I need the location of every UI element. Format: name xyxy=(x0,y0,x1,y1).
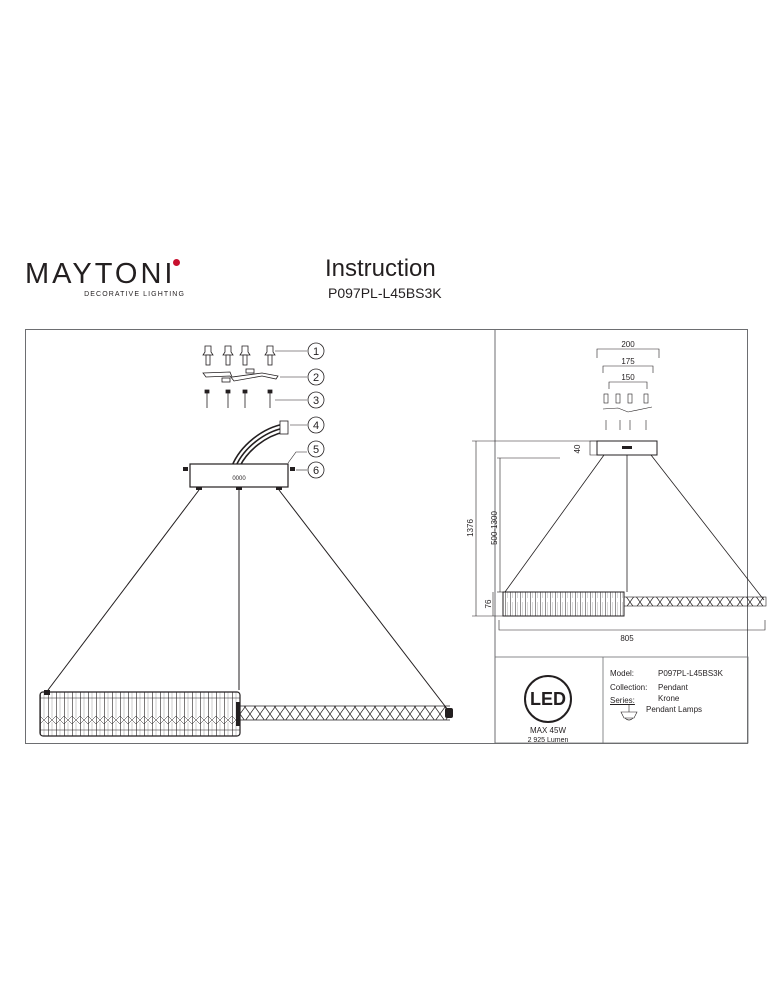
part-callouts xyxy=(307,342,325,479)
power-rating: MAX 45W xyxy=(529,726,566,735)
ring-side xyxy=(502,591,625,617)
callout-1: 1 xyxy=(313,346,319,358)
model-value: P097PL-L45BS3K xyxy=(658,669,723,678)
svg-text:0000: 0000 xyxy=(232,476,246,482)
dim-ring-height: 76 xyxy=(484,599,493,608)
logo-dot-icon xyxy=(173,259,180,266)
model-number: P097PL-L45BS3K xyxy=(328,285,442,301)
mini-anchors xyxy=(602,393,653,430)
lumen-rating: 2 925 Lumen xyxy=(527,737,569,744)
dimension-lines-vertical xyxy=(472,440,766,631)
collection-label: Collection: xyxy=(610,683,648,692)
drawing-frame xyxy=(25,329,748,744)
callout-6: 6 xyxy=(313,465,319,477)
series-value: Krone xyxy=(658,694,680,703)
part-mounting-bracket xyxy=(202,368,279,383)
callout-5: 5 xyxy=(313,444,319,456)
led-badge-label: LED xyxy=(530,689,566,709)
led-badge: LED xyxy=(524,675,572,723)
callout-4: 4 xyxy=(313,420,319,432)
dim-width-150: 150 xyxy=(621,373,635,382)
dim-canopy-height: 40 xyxy=(573,444,582,453)
part-wires xyxy=(231,423,285,467)
brand-tagline: DECORATIVE LIGHTING xyxy=(84,291,185,298)
callout-3: 3 xyxy=(313,395,319,407)
dim-width-200: 200 xyxy=(621,340,635,349)
model-label: Model: xyxy=(610,669,635,678)
pendant-lamp-icon xyxy=(620,704,638,721)
dim-cable-range: 500-1300 xyxy=(490,511,499,545)
collection-value: Pendant xyxy=(658,683,688,692)
spec-table xyxy=(494,656,749,744)
brand-logo: MAYTONI DECORATIVE LIGHTING xyxy=(25,257,185,303)
dim-width-175: 175 xyxy=(621,357,635,366)
type-value: Pendant Lamps xyxy=(646,705,703,714)
dimension-lines-top xyxy=(596,348,660,389)
callout-2: 2 xyxy=(313,372,319,384)
page-title: Instruction xyxy=(325,255,436,282)
side-cables xyxy=(504,454,765,601)
suspension-cables xyxy=(47,489,449,711)
ring-strip-side xyxy=(623,596,767,607)
part-anchors xyxy=(202,345,276,366)
canopy: 0000 xyxy=(183,463,295,490)
dim-overall-width: 805 xyxy=(620,634,634,643)
dim-total-height: 1376 xyxy=(466,519,475,537)
series-label: Series: xyxy=(610,696,635,705)
crystal-ring xyxy=(39,690,453,737)
part-screws xyxy=(204,389,273,408)
brand-name: MAYTONI xyxy=(25,258,176,290)
